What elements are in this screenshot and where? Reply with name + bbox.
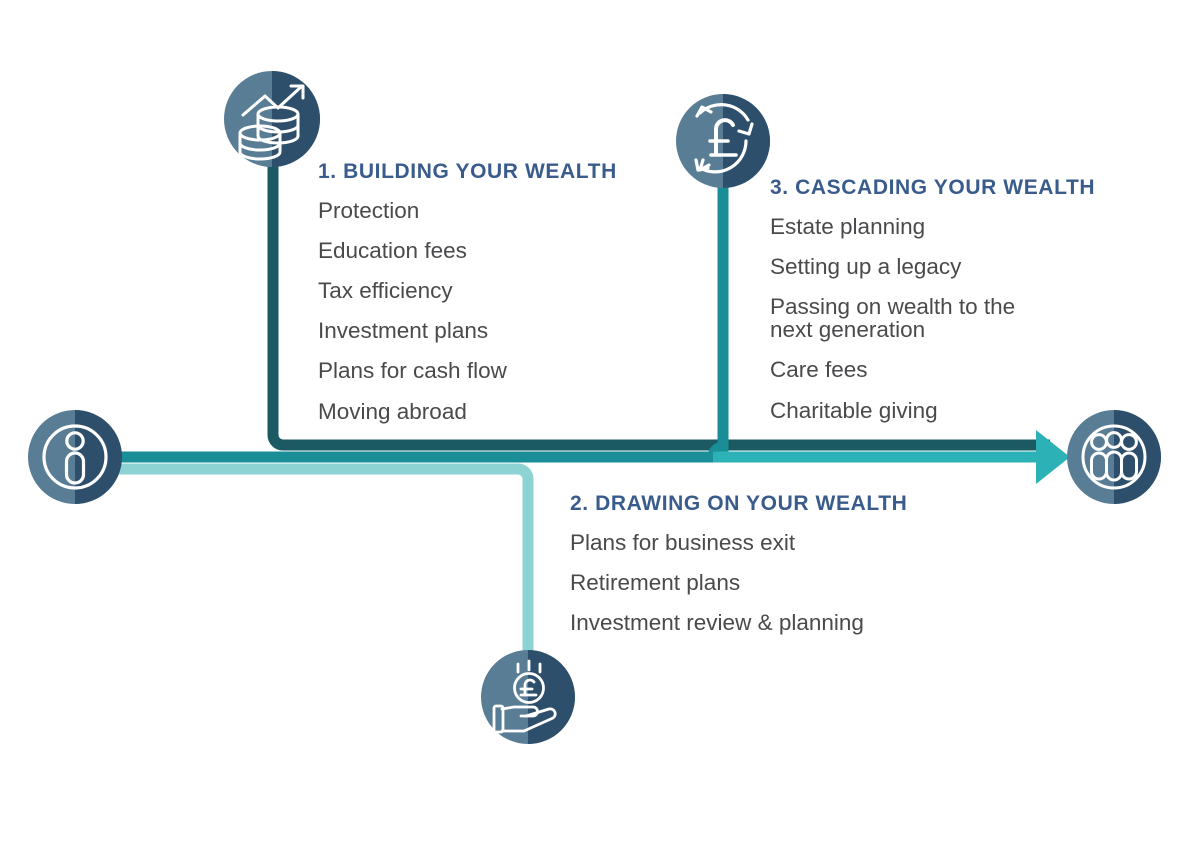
text-block-drawing: 2. DRAWING ON YOUR WEALTH Plans for busi…: [570, 492, 970, 643]
node-building[interactable]: [224, 71, 320, 167]
connector-cascading: [75, 160, 1046, 463]
list-item: Investment review & planning: [570, 609, 864, 635]
group-of-people-icon: [1081, 424, 1147, 490]
heading-cascading: 3. CASCADING YOUR WEALTH: [770, 176, 1096, 199]
growth-chart-coins-icon: [238, 84, 305, 161]
connector-building: [267, 140, 1050, 451]
node-end[interactable]: [1067, 410, 1161, 504]
connector-drawing: [75, 463, 534, 680]
list-item: Tax efficiency: [318, 277, 453, 303]
node-start[interactable]: [28, 410, 122, 504]
heading-building: 1. BUILDING YOUR WEALTH: [318, 160, 617, 183]
list-item: Plans for cash flow: [318, 358, 507, 384]
node-drawing[interactable]: [481, 650, 575, 744]
single-person-icon: [42, 424, 108, 490]
list-item: Care fees: [770, 357, 868, 383]
list-item: Charitable giving: [770, 397, 938, 423]
list-item: Education fees: [318, 237, 467, 263]
list-item: Retirement plans: [570, 569, 741, 595]
list-item: Passing on wealth to the next generation: [770, 293, 1016, 343]
list-item: Plans for business exit: [570, 529, 796, 555]
node-cascading[interactable]: [676, 94, 770, 188]
pound-recycle-arrows-icon: [694, 103, 754, 174]
heading-drawing: 2. DRAWING ON YOUR WEALTH: [570, 492, 908, 515]
text-block-building: 1. BUILDING YOUR WEALTH Protection Educa…: [318, 160, 648, 431]
text-block-cascading: 3. CASCADING YOUR WEALTH Estate planning…: [770, 176, 1140, 430]
list-item: Setting up a legacy: [770, 253, 962, 279]
list-item: Investment plans: [318, 318, 489, 344]
arrow-head-icon: [1036, 430, 1070, 484]
list-item: Moving abroad: [318, 398, 467, 424]
list-item: Protection: [318, 197, 420, 223]
list-item: Estate planning: [770, 213, 926, 239]
hand-holding-pound-coin-icon: [492, 659, 557, 734]
